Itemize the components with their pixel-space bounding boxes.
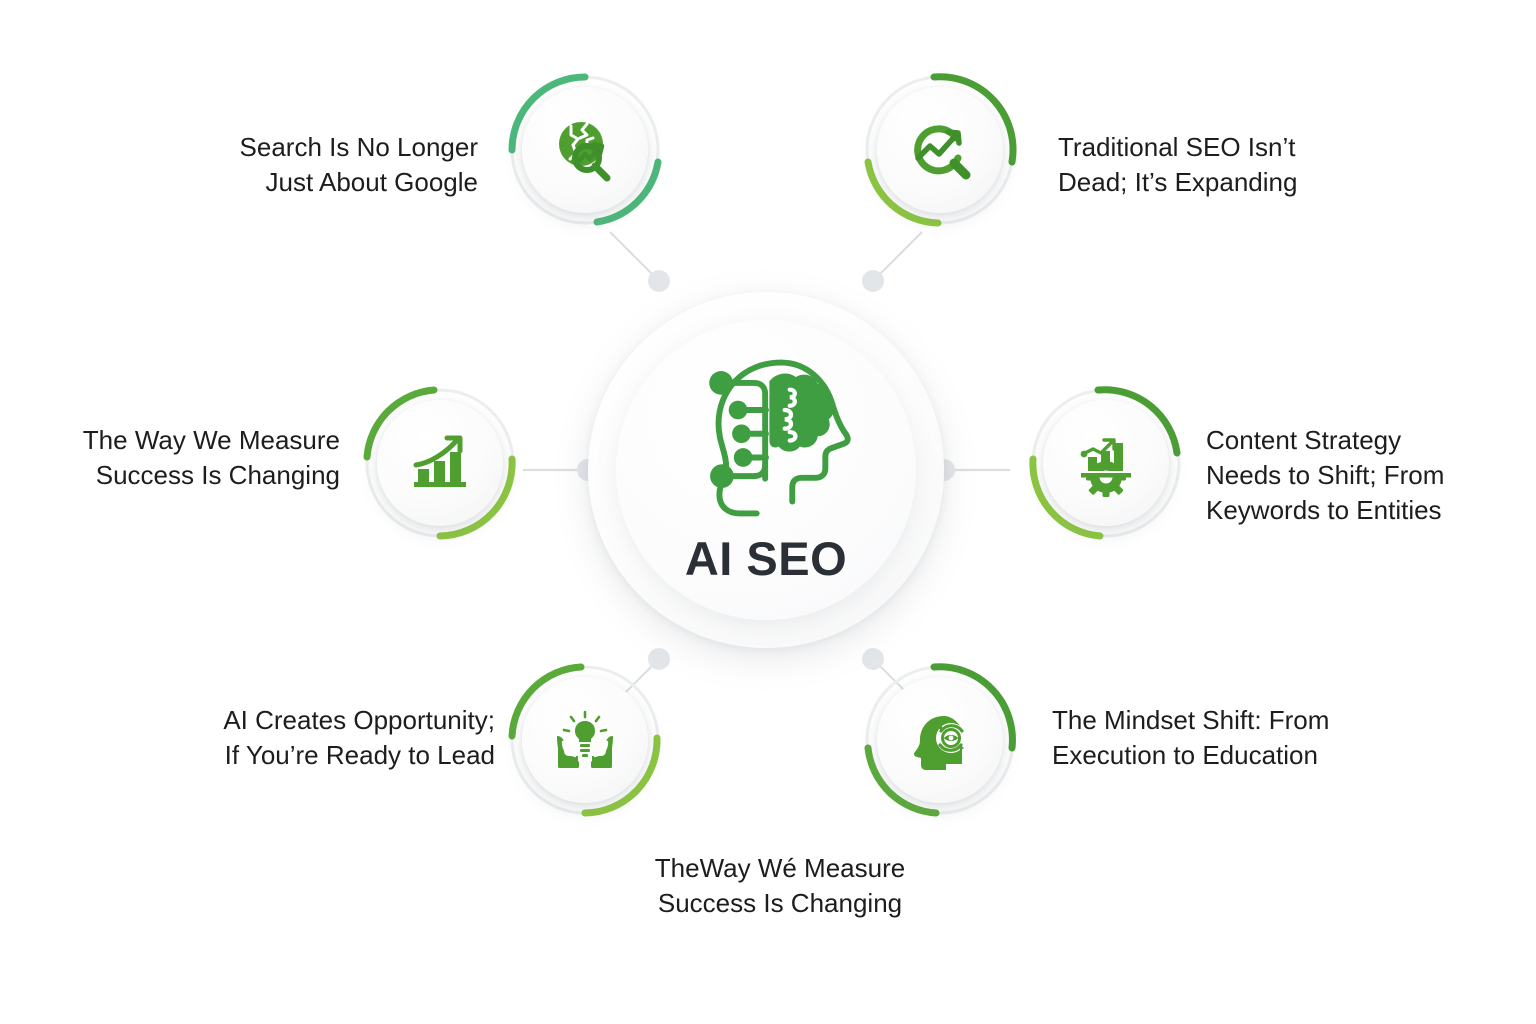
hands-lightbulb-icon bbox=[557, 710, 613, 768]
head-cycle-arrows-icon bbox=[913, 716, 966, 770]
node-ring-6 bbox=[864, 663, 1016, 817]
node-traditional-seo-expanding[interactable] bbox=[860, 70, 1020, 230]
node-search-not-just-google[interactable] bbox=[505, 70, 665, 230]
node-disc-2 bbox=[877, 87, 1003, 213]
label-ai-creates-opportunity: AI Creates Opportunity; If You’re Ready … bbox=[223, 705, 495, 770]
label-content-strategy-entities: Content Strategy Needs to Shift; From Ke… bbox=[1206, 425, 1445, 525]
node-mindset-shift-education[interactable] bbox=[860, 660, 1020, 820]
connector-dot-1 bbox=[648, 270, 670, 292]
label-traditional-seo-expanding: Traditional SEO Isn’t Dead; It’s Expandi… bbox=[1058, 132, 1298, 197]
magnifier-trend-arrow-icon bbox=[914, 125, 971, 180]
label-measuring-success-changing: The Way We Measure Success Is Changing bbox=[82, 425, 340, 490]
node-measuring-success-changing[interactable] bbox=[360, 383, 520, 543]
node-ai-creates-opportunity[interactable] bbox=[505, 660, 665, 820]
globe-search-growth-icon bbox=[559, 122, 611, 182]
node-ring-3 bbox=[363, 386, 516, 540]
connector-line-2 bbox=[872, 231, 923, 282]
connector-dot-6 bbox=[862, 648, 884, 670]
label-mindset-shift-education: The Mindset Shift: From Execution to Edu… bbox=[1052, 705, 1330, 770]
ai-brain-head-icon bbox=[709, 359, 851, 516]
node-ring-5 bbox=[508, 663, 661, 817]
bar-chart-gear-icon bbox=[1078, 438, 1134, 497]
node-disc-1 bbox=[522, 87, 648, 213]
page-title: AI SEO bbox=[684, 531, 848, 585]
node-ring-1 bbox=[508, 73, 662, 226]
node-disc-3 bbox=[377, 400, 503, 526]
node-disc-5 bbox=[522, 677, 648, 803]
node-ring-2 bbox=[864, 73, 1017, 227]
connector-dot-5 bbox=[648, 648, 670, 670]
label-bottom-caption: TheWay Wé Measure Success Is Changing bbox=[654, 853, 906, 918]
hub-center[interactable]: AI SEO bbox=[616, 320, 916, 620]
node-ring-4 bbox=[1029, 386, 1181, 540]
node-content-strategy-entities[interactable] bbox=[1026, 383, 1186, 543]
node-disc-6 bbox=[877, 677, 1003, 803]
connector-dot-2 bbox=[862, 270, 884, 292]
connector-line-1 bbox=[609, 231, 660, 282]
node-disc-4 bbox=[1043, 400, 1169, 526]
bar-chart-growth-icon bbox=[413, 435, 466, 487]
label-search-not-just-google: Search Is No Longer Just About Google bbox=[239, 132, 478, 197]
